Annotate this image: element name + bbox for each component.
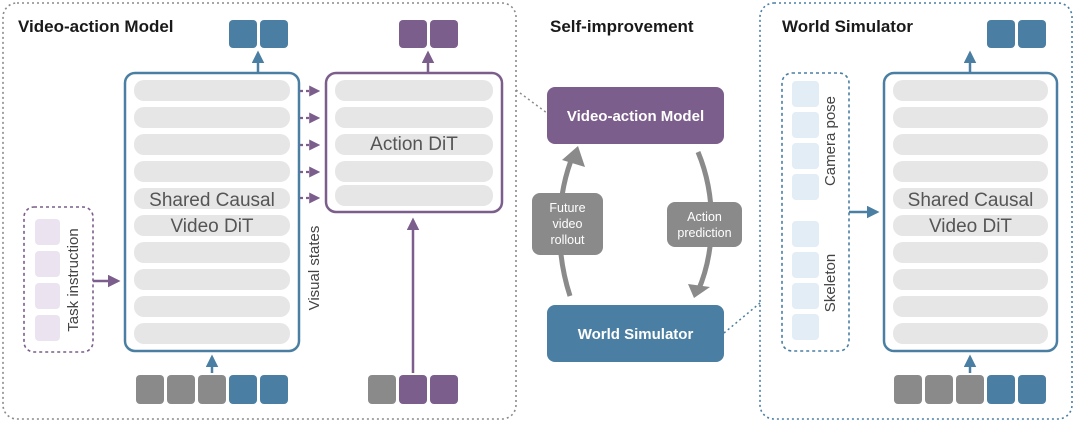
- video-dit-label-line2: Video DiT: [170, 216, 253, 237]
- future-video-rollout-line2: video: [553, 217, 583, 231]
- world-simulator-panel-title: World Simulator: [782, 17, 913, 36]
- ws-input-video-tokens: [894, 375, 1046, 404]
- task-instruction-group: [23, 206, 94, 353]
- visual-state-arrows: [300, 85, 321, 204]
- self-improvement-title: Self-improvement: [550, 17, 694, 36]
- loop-video-action-model-box: [547, 87, 724, 144]
- video-dit-rows: [134, 80, 290, 344]
- video-action-panel: [2, 2, 517, 420]
- output-video-tokens: [229, 20, 288, 48]
- video-action-panel-title: Video-action Model: [18, 17, 174, 36]
- action-prediction-arrowhead: [688, 284, 710, 298]
- future-video-rollout-line1: Future: [549, 201, 585, 215]
- loop-world-simulator-box: [547, 305, 724, 362]
- future-video-rollout-badge: [532, 193, 603, 255]
- camera-pose-tokens: [792, 81, 819, 200]
- action-prediction-line1: Action: [687, 210, 722, 224]
- action-dit-rows: [335, 80, 493, 206]
- action-prediction-badge: [667, 202, 742, 247]
- loop-video-action-model-label: Video-action Model: [567, 108, 704, 125]
- action-dit-label: Action DiT: [370, 134, 458, 155]
- input-video-tokens: [136, 375, 288, 404]
- ws-video-dit-label-line1: Shared Causal: [908, 190, 1034, 211]
- ws-output-video-tokens: [987, 20, 1046, 48]
- world-simulator-panel: [759, 2, 1073, 420]
- task-instruction-tokens: [35, 219, 60, 341]
- future-video-rollout-line3: rollout: [550, 233, 585, 247]
- skeleton-tokens: [792, 221, 819, 340]
- visual-states-label: Visual states: [306, 226, 323, 311]
- input-action-tokens: [368, 375, 458, 404]
- camera-pose-label: Camera pose: [822, 96, 839, 186]
- zoom-connector-bottom: [723, 302, 761, 334]
- action-prediction-line2: prediction: [677, 226, 731, 240]
- ws-video-dit-rows: [893, 80, 1048, 344]
- loop-world-simulator-label: World Simulator: [578, 326, 694, 343]
- ws-video-dit-label-line2: Video DiT: [929, 216, 1012, 237]
- output-action-tokens: [399, 20, 458, 48]
- future-video-rollout-arrowhead: [562, 146, 585, 167]
- video-dit-label-line1: Shared Causal: [149, 190, 275, 211]
- skeleton-label: Skeleton: [822, 254, 839, 312]
- zoom-connector-top: [515, 89, 548, 114]
- task-instruction-label: Task instruction: [65, 228, 82, 331]
